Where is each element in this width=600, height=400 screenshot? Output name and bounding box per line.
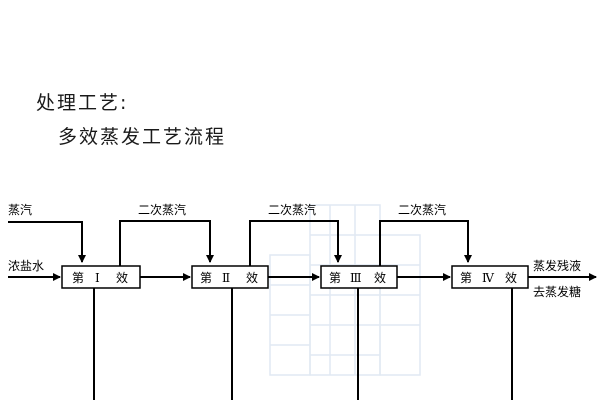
process-flow-diagram: 蒸汽 浓盐水 第 Ⅰ 效 第 Ⅱ 效 第 Ⅲ 效 第 Ⅳ 效 二次蒸汽 二次蒸汽…	[8, 202, 597, 400]
brine-input-label: 浓盐水	[8, 259, 44, 273]
effect-3-post: 效	[374, 270, 386, 285]
effect-2-pre: 第	[200, 271, 212, 285]
subheading-multi-effect: 多效蒸发工艺流程	[58, 126, 227, 148]
secondary-steam-loop-2	[249, 220, 342, 266]
effect-box-3: 第 Ⅲ 效	[320, 265, 398, 289]
heading-process: 处理工艺:	[36, 92, 129, 114]
effect-4-pre: 第	[460, 271, 472, 285]
effect-4-post: 效	[505, 270, 517, 285]
secondary-steam-label-3: 二次蒸汽	[398, 202, 446, 217]
effect-box-4: 第 Ⅳ 效	[451, 265, 529, 289]
sugar-output-label: 去蒸发糖	[533, 284, 581, 299]
steam-input-arrow	[8, 221, 86, 263]
effect-3-pre: 第	[329, 271, 341, 285]
effect-2-num: Ⅱ	[222, 271, 230, 285]
residue-output-label: 蒸发残液	[533, 258, 581, 273]
effect-box-1: 第 Ⅰ 效	[61, 265, 141, 289]
steam-input-label: 蒸汽	[8, 202, 32, 217]
effect-1-post: 效	[116, 270, 128, 285]
secondary-steam-loop-3	[379, 220, 472, 266]
effect-4-num: Ⅳ	[482, 271, 495, 285]
effect-1-pre: 第	[72, 271, 84, 285]
secondary-steam-label-1: 二次蒸汽	[138, 202, 186, 217]
secondary-steam-label-2: 二次蒸汽	[268, 202, 316, 217]
building-watermark	[269, 204, 421, 376]
effect-1-num: Ⅰ	[95, 271, 100, 285]
effect-3-num: Ⅲ	[350, 271, 362, 285]
secondary-steam-loop-1	[119, 220, 214, 266]
effect-box-2: 第 Ⅱ 效	[191, 265, 269, 289]
effect-2-post: 效	[246, 270, 258, 285]
